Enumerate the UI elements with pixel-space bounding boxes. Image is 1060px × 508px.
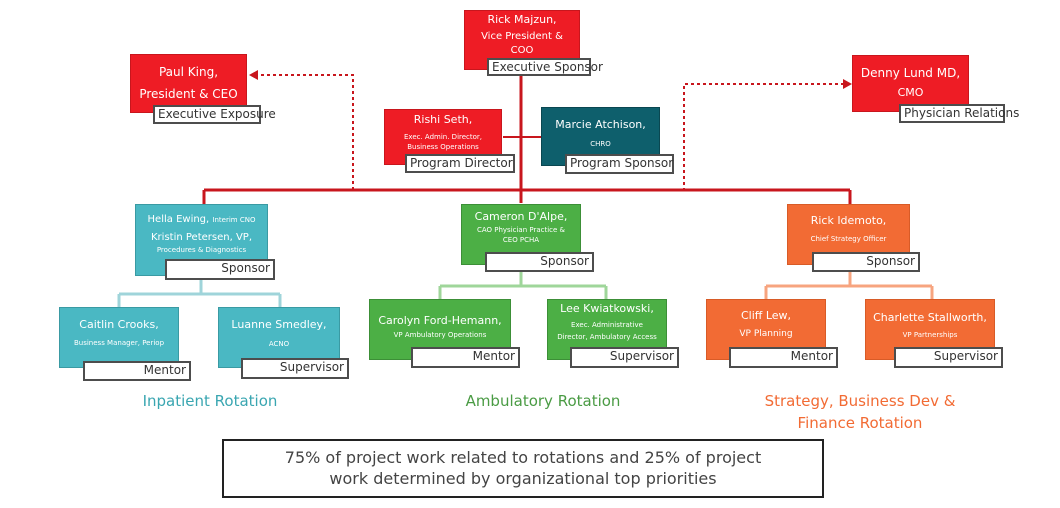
inpatient-rotation-label: Inpatient Rotation	[142, 392, 278, 410]
lew-title: VP Planning	[739, 329, 793, 339]
majzun-title2: COO	[510, 45, 534, 56]
lund-name: Denny Lund MD,	[860, 66, 961, 80]
seth-title2: Business Operations	[407, 143, 479, 151]
inpatient-supervisor-box: Luanne Smedley, ACNO	[218, 307, 340, 368]
king-name: Paul King,	[158, 65, 219, 79]
strategy-supervisor-tag: Supervisor	[894, 347, 1003, 368]
dalpe-title2: CEO PCHA	[502, 236, 540, 244]
ewing-title: Interim CNO	[212, 216, 256, 224]
seth-role-tag: Program Director	[405, 154, 515, 173]
crooks-title: Business Manager, Periop	[73, 339, 165, 347]
ambulatory-sponsor-tag: Sponsor	[485, 252, 594, 272]
king-title: President & CEO	[139, 87, 238, 101]
majzun-title: Vice President &	[481, 31, 563, 42]
strategy-rotation-label: Strategy, Business Dev & Finance Rotatio…	[740, 390, 980, 434]
ambulatory-mentor-tag: Mentor	[411, 347, 520, 368]
ford-hemann-name: Carolyn Ford-Hemann,	[378, 314, 502, 327]
lew-name: Cliff Lew,	[740, 309, 792, 322]
kwiatkowski-title2: Director, Ambulatory Access	[557, 333, 657, 341]
dalpe-name: Cameron D'Alpe,	[474, 210, 568, 223]
inpatient-mentor-tag: Mentor	[83, 361, 191, 381]
lund-box: Denny Lund MD, CMO	[852, 55, 969, 112]
king-box: Paul King, President & CEO	[130, 54, 247, 113]
kwiatkowski-name: Lee Kwiatkowski,	[560, 302, 654, 315]
seth-title: Exec. Admin. Director,	[403, 133, 483, 141]
idemoto-title: Chief Strategy Officer	[810, 235, 887, 243]
inpatient-mentor-box: Caitlin Crooks, Business Manager, Periop	[59, 307, 179, 368]
smedley-title: ACNO	[268, 340, 290, 348]
footer-note-line1: 75% of project work related to rotations…	[284, 448, 762, 467]
kwiatkowski-title: Exec. Administrative	[571, 321, 643, 329]
idemoto-name: Rick Idemoto,	[810, 214, 887, 227]
majzun-name: Rick Majzun,	[487, 13, 557, 26]
footer-note-line2: work determined by organizational top pr…	[329, 469, 717, 488]
seth-name: Rishi Seth,	[413, 113, 473, 126]
footer-note: 75% of project work related to rotations…	[222, 439, 824, 498]
smedley-name: Luanne Smedley,	[231, 318, 327, 331]
atchison-title: CHRO	[590, 140, 611, 148]
petersen-name: Kristin Petersen, VP,	[151, 232, 252, 243]
strategy-mentor-tag: Mentor	[729, 347, 838, 368]
inpatient-sponsor-line1: Hella Ewing, Interim CNO	[136, 213, 267, 227]
king-role-tag: Executive Exposure	[153, 105, 276, 124]
ewing-name: Hella Ewing,	[147, 214, 210, 225]
stallworth-title: VP Partnerships	[902, 331, 958, 339]
petersen-title: Procedures & Diagnostics	[156, 246, 247, 254]
lund-role-tag: Physician Relations	[899, 104, 1019, 123]
lund-title: CMO	[897, 86, 924, 99]
crooks-name: Caitlin Crooks,	[79, 318, 159, 331]
atchison-role-tag: Program Sponsor	[565, 154, 674, 174]
dalpe-title: CAO Physician Practice &	[476, 226, 566, 234]
ambulatory-rotation-label: Ambulatory Rotation	[465, 392, 621, 410]
strategy-rotation-line1: Strategy, Business Dev &	[764, 392, 956, 410]
atchison-name: Marcie Atchison,	[555, 118, 646, 131]
stallworth-name: Charlette Stallworth,	[873, 311, 987, 324]
ambulatory-supervisor-tag: Supervisor	[570, 347, 679, 368]
majzun-role-tag: Executive Sponsor	[487, 58, 603, 76]
strategy-sponsor-tag: Sponsor	[812, 252, 920, 272]
ford-hemann-title: VP Ambulatory Operations	[393, 331, 487, 339]
strategy-rotation-line2: Finance Rotation	[797, 414, 923, 432]
inpatient-supervisor-tag: Supervisor	[241, 358, 349, 379]
inpatient-sponsor-tag: Sponsor	[165, 259, 275, 280]
